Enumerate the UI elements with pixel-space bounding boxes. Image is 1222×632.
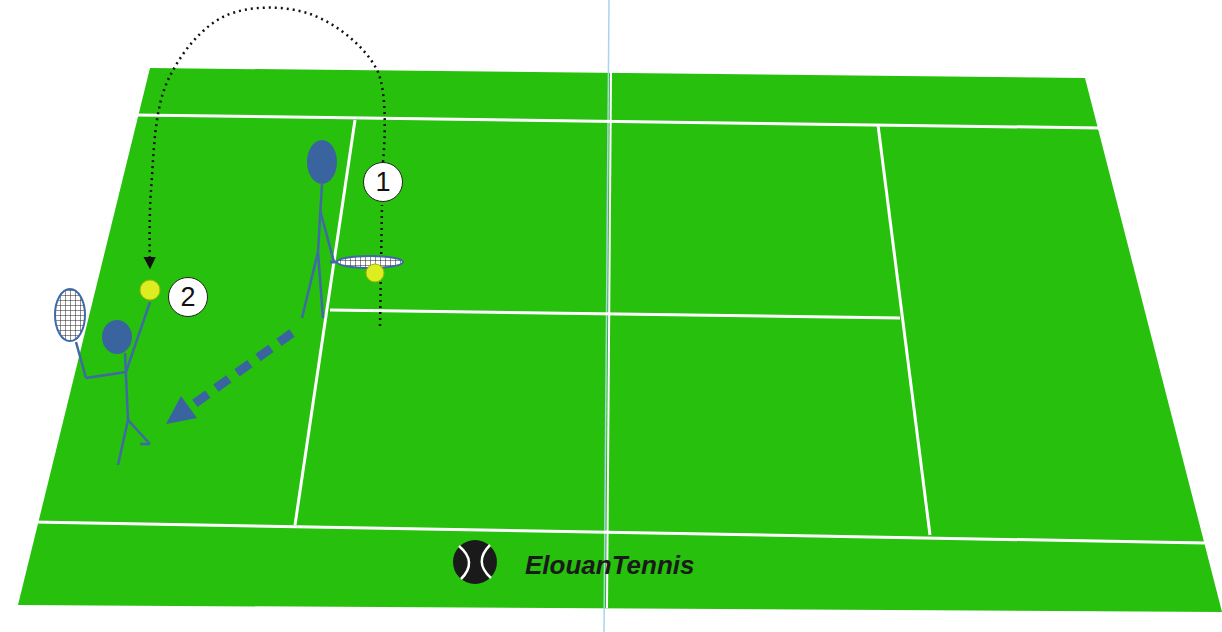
net xyxy=(607,72,611,608)
tennis-ball xyxy=(366,264,384,282)
court-surface xyxy=(18,68,1222,612)
watermark: ElouanTennis xyxy=(525,551,695,580)
callout-number: 2 xyxy=(180,284,195,311)
sideline xyxy=(33,522,1205,543)
player-feeder xyxy=(302,140,403,318)
court-lines xyxy=(33,72,1205,608)
player-hitter xyxy=(55,289,150,465)
callout-circle: 2 xyxy=(168,277,208,317)
tennis-ball xyxy=(140,280,160,300)
service-line xyxy=(878,125,930,535)
callout-circle: 1 xyxy=(363,162,403,202)
logo-icon xyxy=(453,540,497,584)
callout-number: 1 xyxy=(375,169,390,196)
center-service-line xyxy=(330,310,900,318)
service-line xyxy=(295,120,355,525)
ball-trajectory xyxy=(150,8,385,268)
movement-arrow xyxy=(166,333,292,424)
sideline xyxy=(137,115,1100,128)
